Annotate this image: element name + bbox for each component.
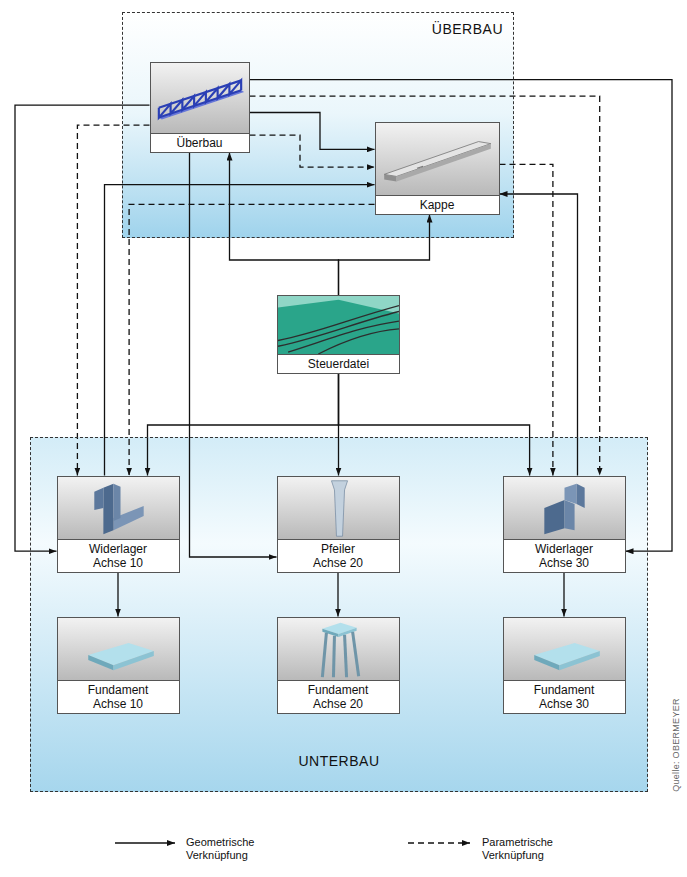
- component-box: Fundament Achse 30: [503, 617, 626, 714]
- illustration-area: [278, 618, 399, 681]
- box-label-row: Widerlager Achse 30: [504, 540, 625, 572]
- foundation-illustration: [504, 618, 625, 680]
- geometric-link: [230, 153, 339, 296]
- component-box: Pfeiler Achse 20: [277, 476, 400, 573]
- truss-illustration: [151, 63, 249, 133]
- foundation-illustration: [58, 618, 179, 680]
- parametric-link: [500, 164, 553, 475]
- cap-illustration: [376, 123, 499, 195]
- geometric-link: [190, 153, 277, 558]
- illustration-area: [278, 296, 399, 355]
- region-title: ÜBERBAU: [432, 21, 503, 37]
- geometric-link: [337, 573, 338, 617]
- abutment-illustration: [504, 477, 625, 539]
- illustration-area: [58, 477, 179, 540]
- box-label-row: Steuerdatei: [278, 355, 399, 373]
- geometric-link: [148, 374, 339, 476]
- component-box: Kappe: [375, 122, 500, 215]
- control-file-box: Steuerdatei: [277, 295, 400, 374]
- illustration-area: [504, 477, 625, 540]
- box-label-row: Fundament Achse 30: [504, 681, 625, 713]
- box-label: Steuerdatei: [308, 357, 369, 371]
- region-frame: UNTERBAU Widerlager Achse 10 Pfeiler Achse…: [30, 437, 648, 792]
- abutment-illustration: [58, 477, 179, 539]
- box-label-row: Pfeiler Achse 20: [278, 540, 399, 572]
- source-note: Quelle: OBERMEYER: [671, 698, 681, 792]
- box-label: Pfeiler Achse 20: [307, 542, 369, 570]
- geometric-link: [339, 374, 530, 476]
- pile-foundation-illustration: [278, 618, 399, 680]
- illustration-area: [504, 618, 625, 681]
- region-title: UNTERBAU: [31, 753, 647, 769]
- component-box: Fundament Achse 20: [277, 617, 400, 714]
- component-box: Fundament Achse 10: [57, 617, 180, 714]
- component-box: Widerlager Achse 10: [57, 476, 180, 573]
- box-label: Widerlager Achse 10: [73, 542, 163, 570]
- box-label-row: Kappe: [376, 196, 499, 214]
- component-box: Überbau: [150, 62, 250, 153]
- legend-line: [408, 842, 470, 843]
- parametric-link: [77, 125, 149, 475]
- box-label-row: Widerlager Achse 10: [58, 540, 179, 572]
- parametric-link: [250, 135, 375, 167]
- parametric-link: [250, 96, 600, 475]
- illustration-area: [278, 477, 399, 540]
- geometric-link: [339, 215, 430, 296]
- box-label-row: Überbau: [151, 134, 249, 152]
- geometric-link: [250, 80, 673, 552]
- component-box: Widerlager Achse 30: [503, 476, 626, 573]
- geometric-link: [500, 194, 578, 476]
- region-fill: [30, 437, 648, 792]
- illustration-area: [376, 123, 499, 196]
- legend-label: Parametrische Verknüpfung: [482, 836, 577, 862]
- terrain-illustration: [278, 296, 399, 354]
- geometric-link: [563, 573, 564, 617]
- illustration-area: [58, 618, 179, 681]
- box-label: Fundament Achse 10: [73, 683, 163, 711]
- geometric-link: [117, 573, 118, 617]
- box-label: Widerlager Achse 30: [519, 542, 609, 570]
- box-label: Überbau: [176, 136, 222, 150]
- legend-line: [115, 842, 175, 843]
- box-label: Fundament Achse 20: [293, 683, 383, 711]
- pier-illustration: [278, 477, 399, 539]
- box-label: Kappe: [420, 198, 455, 212]
- legend-label: Geometrische Verknüpfung: [186, 836, 281, 862]
- box-label: Fundament Achse 30: [519, 683, 609, 711]
- box-label-row: Fundament Achse 10: [58, 681, 179, 713]
- box-label-row: Fundament Achse 20: [278, 681, 399, 713]
- illustration-area: [151, 63, 249, 134]
- geometric-link: [250, 113, 375, 150]
- region-frame: ÜBERBAU ÜberbauKappe: [122, 12, 514, 238]
